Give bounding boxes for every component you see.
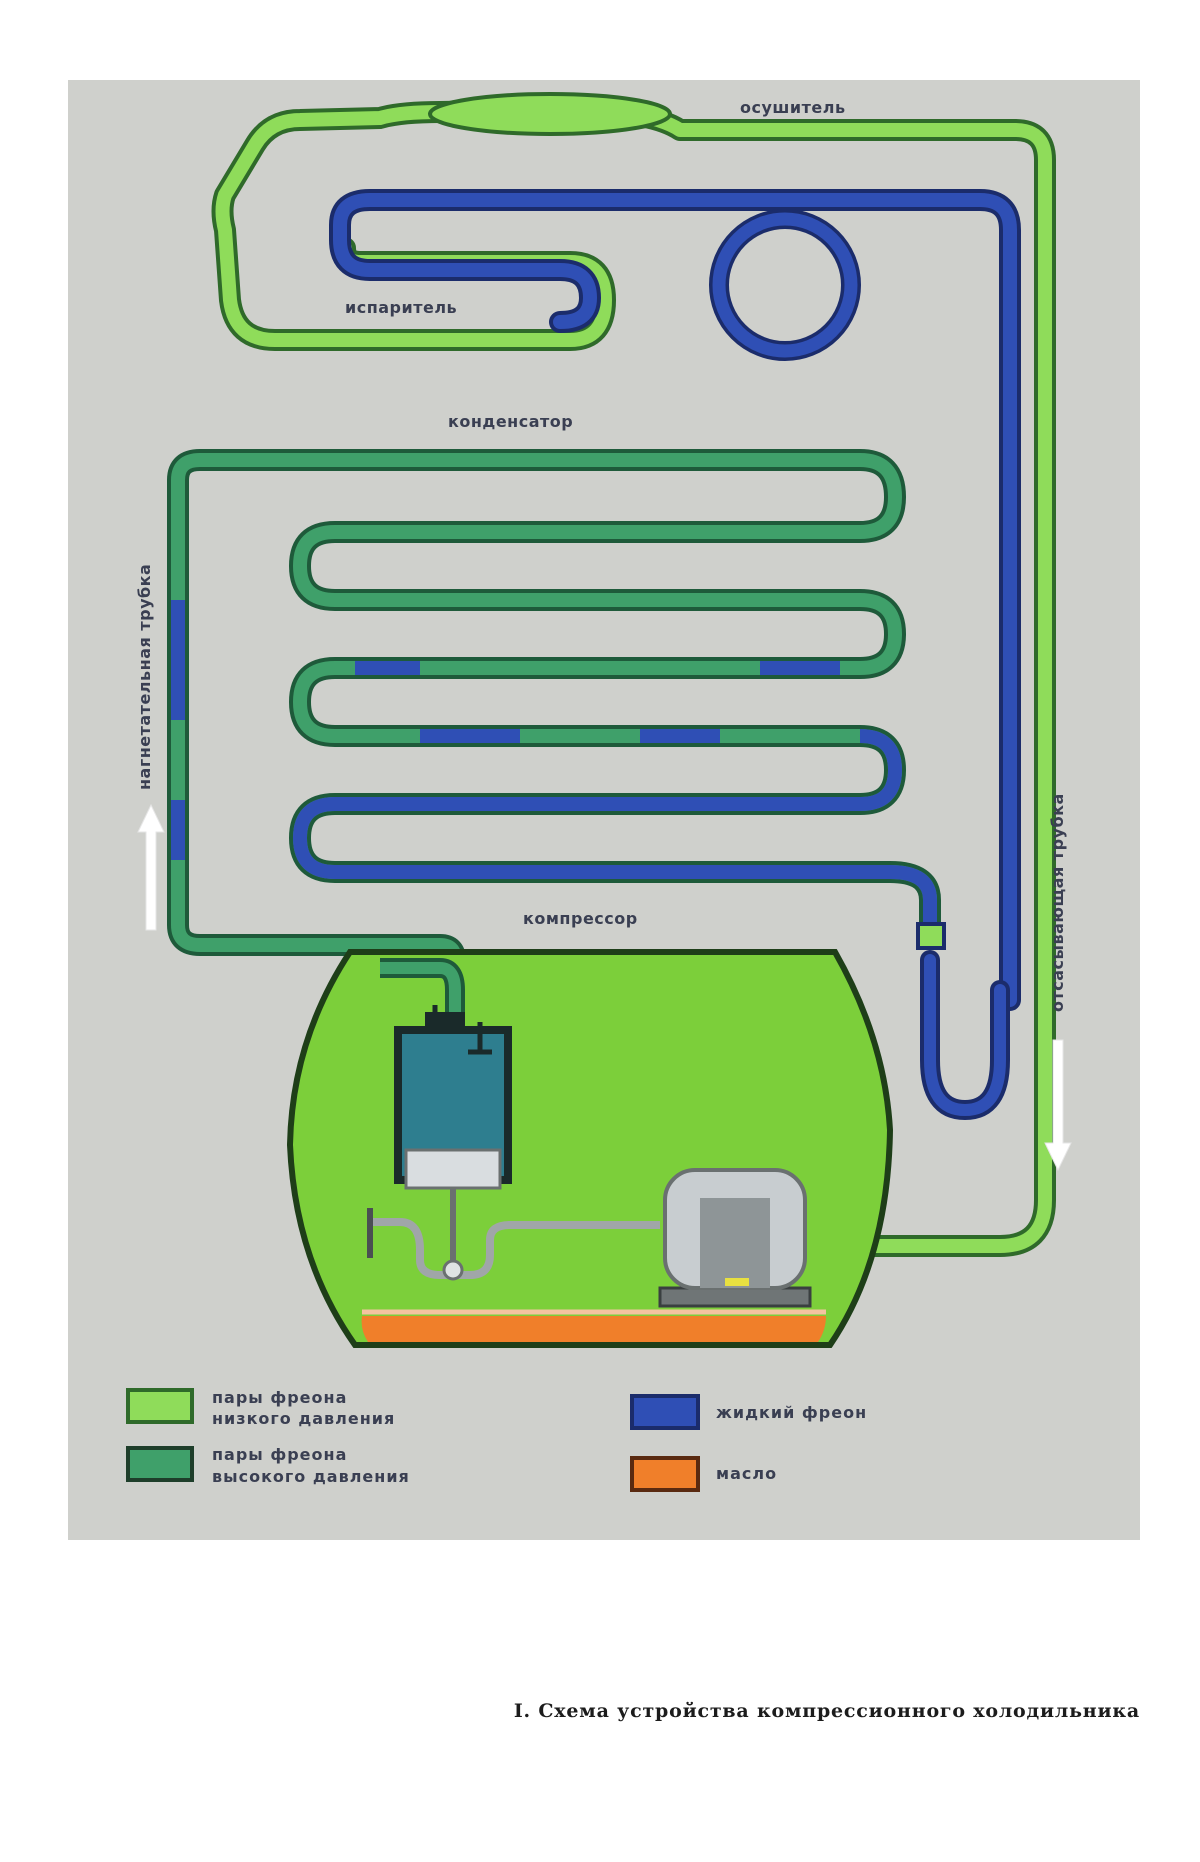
arrow-down-icon (1044, 1039, 1072, 1172)
legend-low-pressure-line2: низкого давления (212, 1409, 395, 1428)
legend-swatch-liquid (630, 1394, 700, 1430)
suction-tube-line (211, 99, 1056, 1257)
evaporator-coil-inner (712, 212, 858, 358)
label-dryer: осушитель (740, 98, 846, 117)
motor-stand (700, 1198, 770, 1288)
motor-base (658, 1286, 812, 1308)
legend-oil-label: масло (716, 1464, 777, 1483)
filter-block (916, 922, 946, 950)
compressor-housing (286, 949, 894, 1348)
legend-swatch-high-pressure (126, 1446, 194, 1482)
evaporator-line (329, 189, 1021, 1011)
legend-liquid-label: жидкий фреон (716, 1403, 867, 1422)
dryer-shape (428, 92, 672, 136)
crank-pin (442, 1259, 464, 1281)
compressor-piston (404, 1148, 502, 1190)
oil-layer (361, 1316, 826, 1342)
label-condenser: конденсатор (448, 412, 573, 431)
capillary-line (920, 950, 1010, 1121)
motor-plate (725, 1278, 749, 1286)
legend-high-pressure-line1: пары фреона (212, 1445, 347, 1464)
legend: пары фреона низкого давления пары фреона… (126, 1388, 867, 1492)
label-discharge-tube: нагнетательная трубка (135, 564, 154, 790)
intake-valve (425, 1012, 465, 1030)
legend-low-pressure-line1: пары фреона (212, 1388, 347, 1407)
legend-swatch-oil (630, 1456, 700, 1492)
figure-caption: I. Схема устройства компрессионного холо… (513, 1700, 1140, 1722)
arrow-up-icon (137, 803, 165, 931)
legend-high-pressure-line2: высокого давления (212, 1467, 410, 1486)
label-evaporator: испаритель (345, 298, 457, 317)
discharge-stub (380, 958, 465, 1020)
label-suction-tube: отсасывающая трубка (1048, 793, 1067, 1012)
condenser-liquid-sections (171, 600, 937, 935)
legend-swatch-low-pressure (126, 1388, 194, 1424)
label-compressor: компрессор (523, 909, 638, 928)
